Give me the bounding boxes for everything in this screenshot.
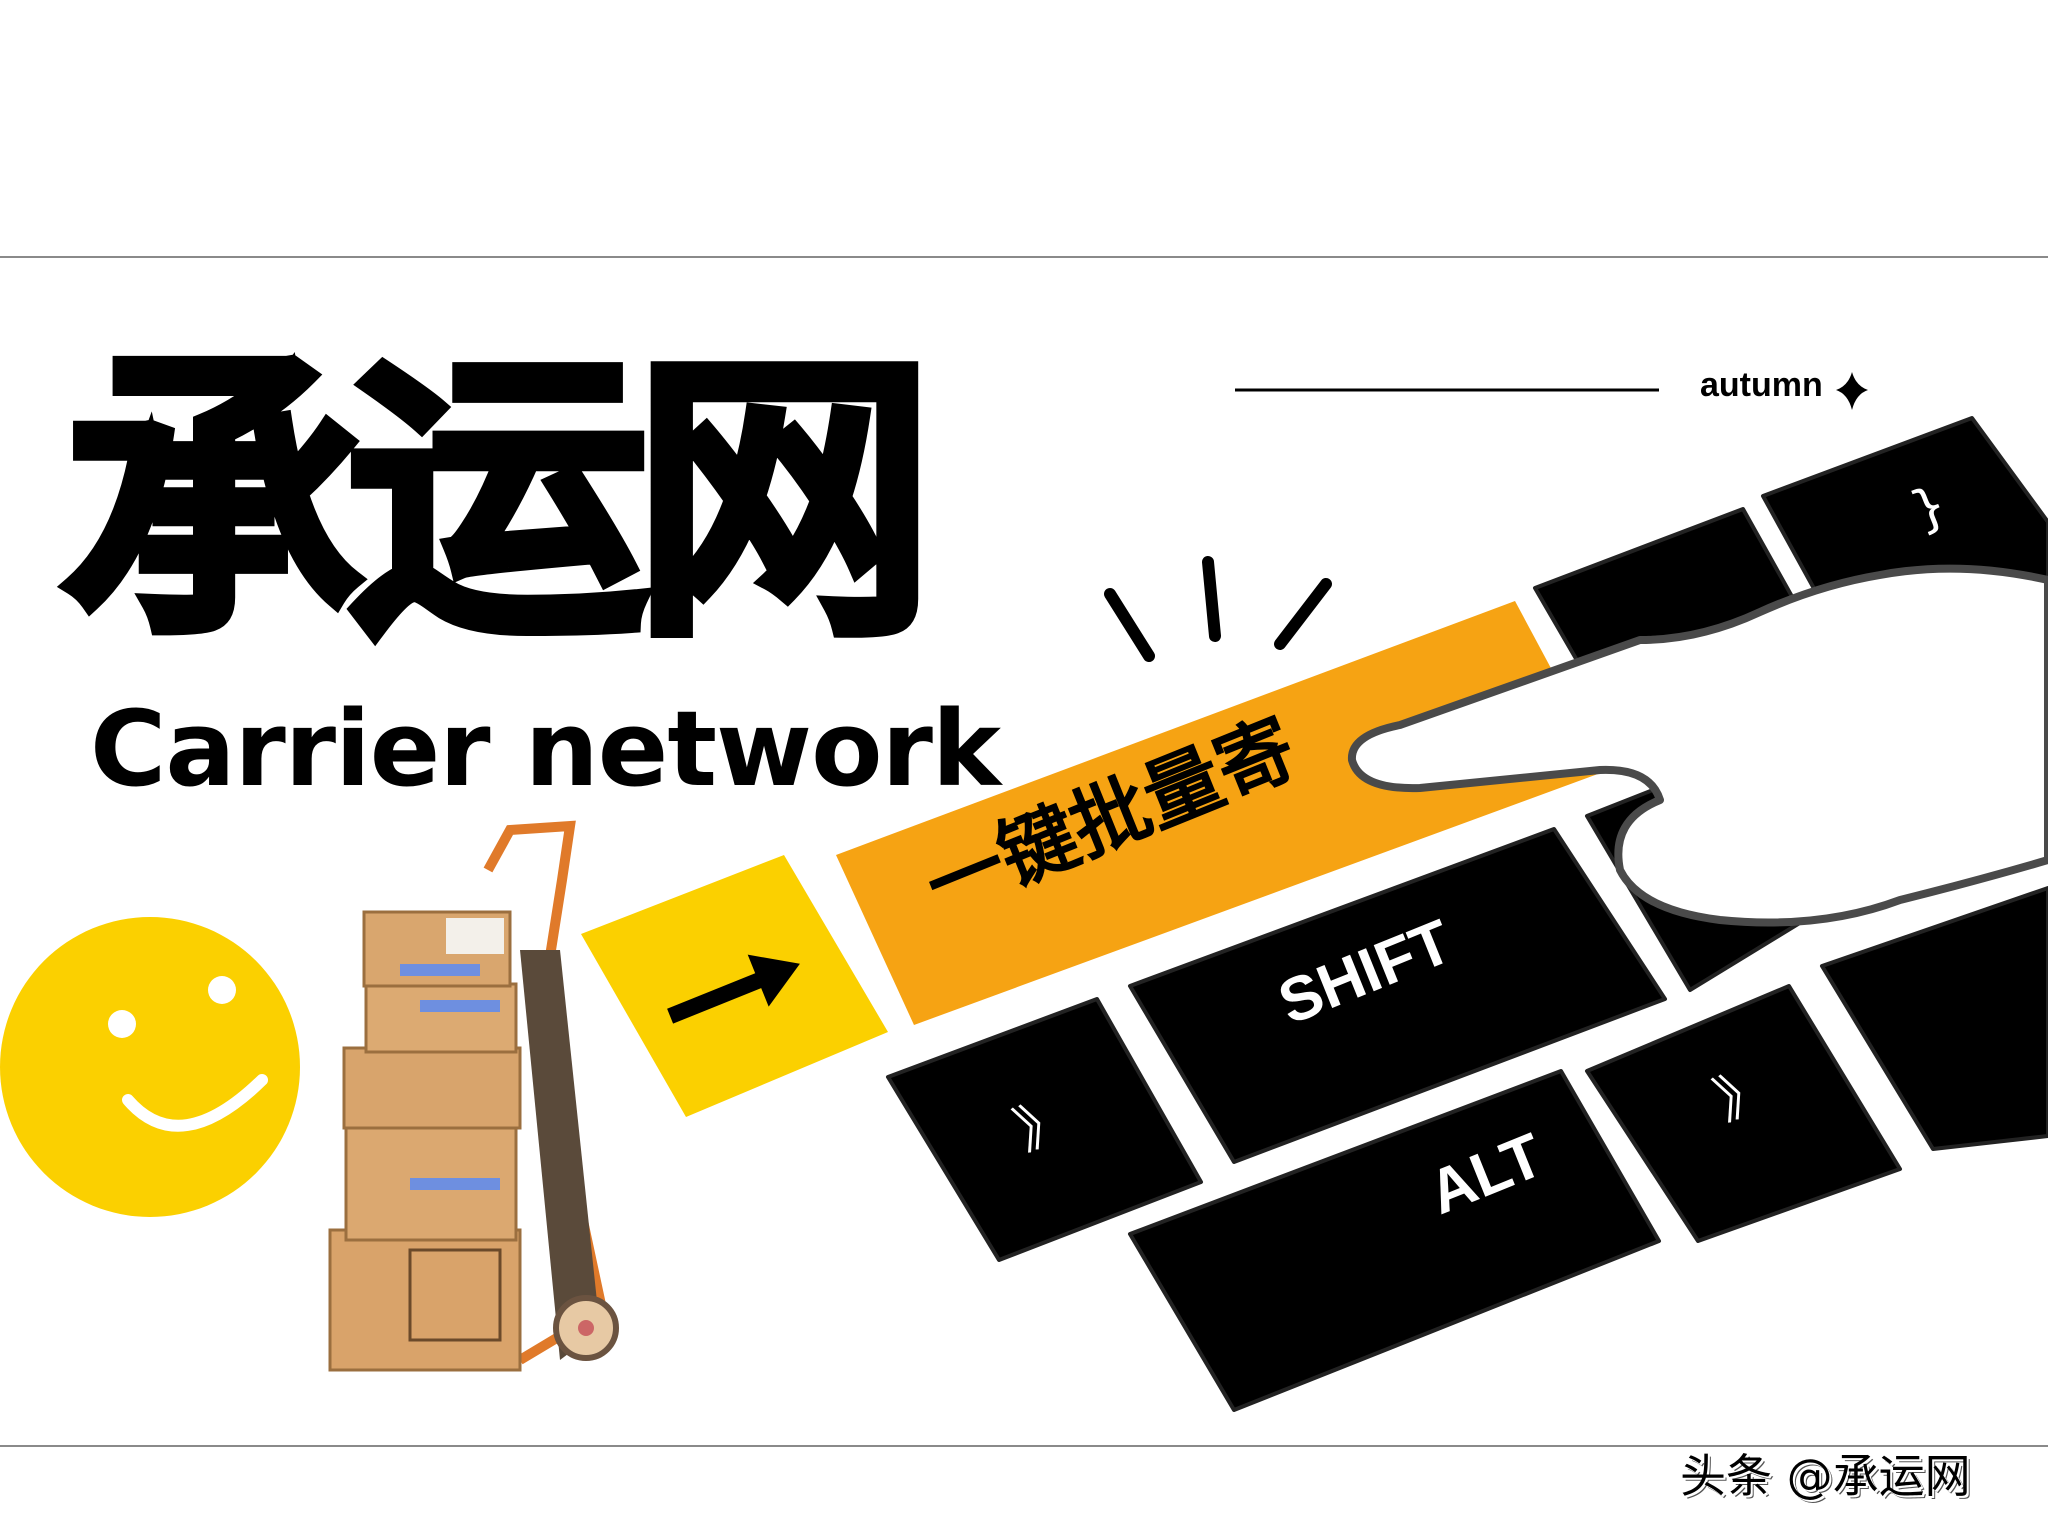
page-title: 承运网 [57,327,939,676]
key-chevron-left [886,997,1203,1262]
key-shift [1128,827,1667,1164]
sparkle-icon [1836,372,1868,410]
key-alt [1128,1069,1661,1412]
key-batch-send [836,601,1606,1025]
pointing-hand-icon [1347,564,2048,927]
watermark: 头条 @承运网 [1680,1449,1971,1503]
key-chevron-right [1585,984,1902,1243]
bottom-divider [0,1445,2048,1447]
hand-truck-boxes-icon [328,820,619,1372]
burst-lines [1104,556,1332,662]
smiley-face-icon [0,917,300,1217]
top-divider [0,256,2048,258]
arrow-right-icon [667,954,800,1024]
page-subtitle: Carrier network [90,688,1001,810]
key-far-right [1820,886,2048,1151]
season-tag: autumn [1700,366,1823,404]
